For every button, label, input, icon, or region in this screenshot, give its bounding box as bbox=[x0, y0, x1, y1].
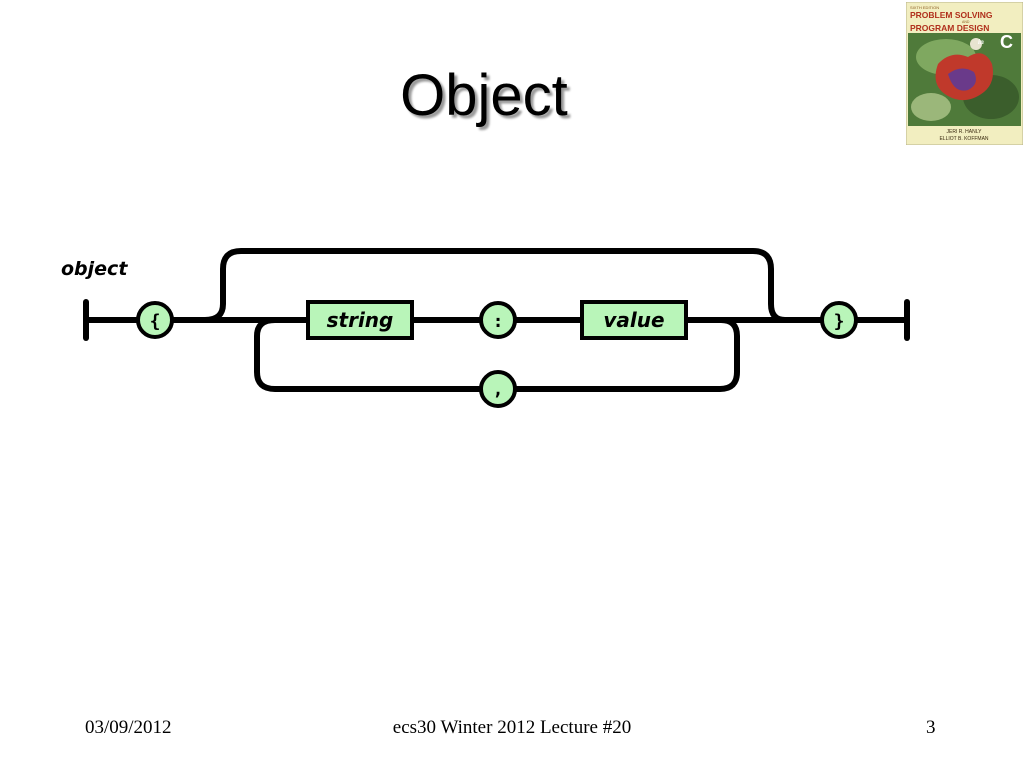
token-comma: , bbox=[479, 370, 517, 408]
svg-text:{: { bbox=[150, 311, 161, 332]
footer-page-number: 3 bbox=[926, 717, 936, 738]
footer-course: ecs30 Winter 2012 Lecture #20 bbox=[392, 717, 632, 738]
svg-text::: : bbox=[493, 311, 504, 332]
svg-text:PROGRAM DESIGN: PROGRAM DESIGN bbox=[910, 23, 989, 33]
token-colon: : bbox=[479, 301, 517, 339]
svg-text:value: value bbox=[603, 308, 664, 332]
svg-text:}: } bbox=[834, 311, 845, 332]
svg-text:SIXTH EDITION: SIXTH EDITION bbox=[910, 5, 939, 10]
svg-text:JERI R. HANLY: JERI R. HANLY bbox=[947, 129, 983, 135]
book-cover-photo bbox=[908, 33, 1021, 126]
svg-text:C: C bbox=[1000, 32, 1013, 52]
diagram-rule-label: object bbox=[61, 258, 128, 280]
diagram-empty-object-bypass bbox=[202, 248, 788, 323]
token-open-brace: { bbox=[136, 301, 174, 339]
svg-text:AND: AND bbox=[962, 20, 970, 24]
svg-text:ELLIOT B. KOFFMAN: ELLIOT B. KOFFMAN bbox=[939, 136, 988, 142]
footer-date: 03/09/2012 bbox=[85, 717, 172, 738]
svg-text:string: string bbox=[327, 308, 394, 332]
svg-text:PROBLEM SOLVING: PROBLEM SOLVING bbox=[910, 10, 993, 20]
object-syntax-diagram: object { string : value , } bbox=[61, 248, 910, 408]
diagram-comma-repeat-loop bbox=[254, 317, 740, 392]
token-string: string bbox=[306, 300, 414, 340]
token-value: value bbox=[580, 300, 688, 340]
svg-text:in: in bbox=[978, 38, 984, 46]
slide-title: Object bbox=[400, 63, 568, 128]
svg-text:,: , bbox=[493, 379, 504, 400]
token-close-brace: } bbox=[820, 301, 858, 339]
book-cover-image: SIXTH EDITION PROBLEM SOLVING AND PROGRA… bbox=[906, 2, 1023, 145]
